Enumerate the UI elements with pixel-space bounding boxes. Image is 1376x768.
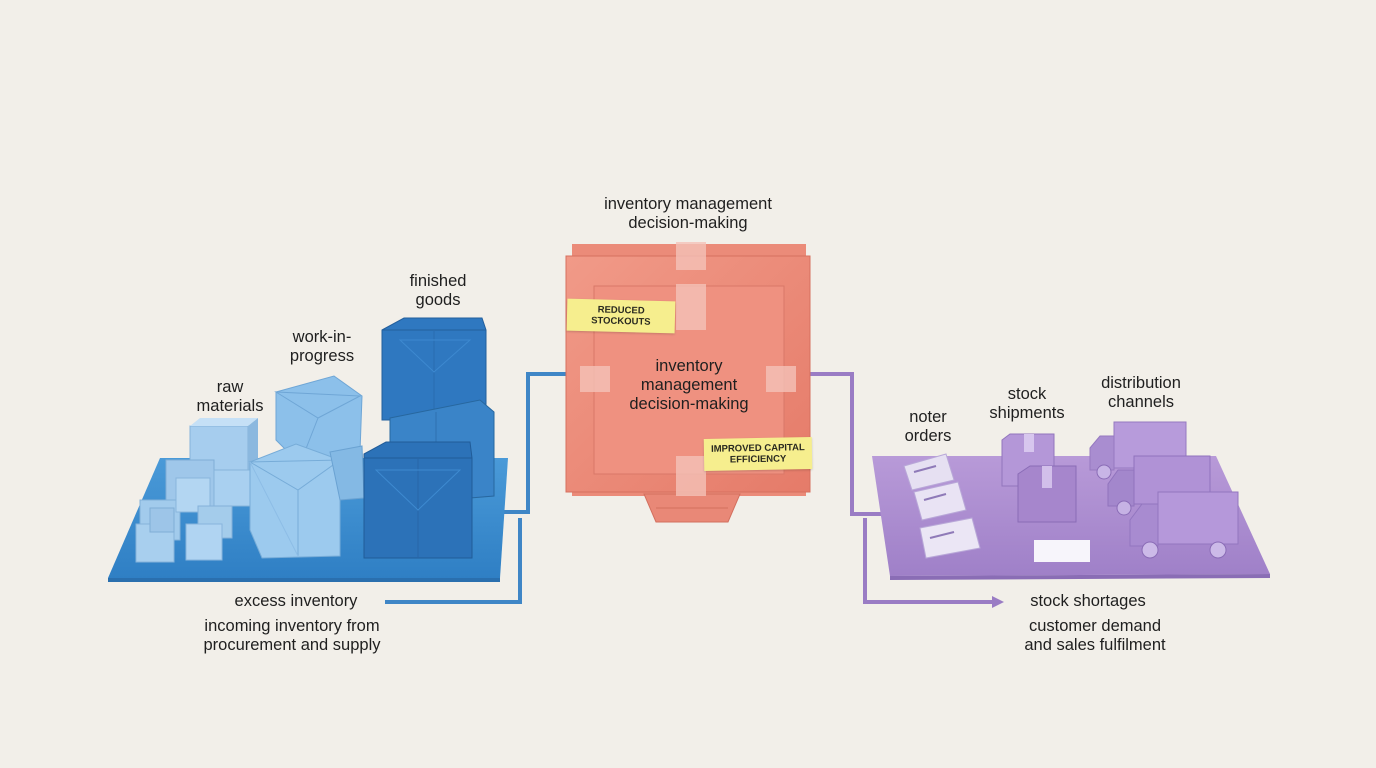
- improved-capital-efficiency-note: IMPROVED CAPITAL EFFICIENCY: [703, 437, 813, 471]
- reduced-stockouts-note: REDUCED STOCKOUTS: [566, 298, 676, 334]
- stock-shortages-label: stock shortages: [1030, 592, 1146, 610]
- customer-demand-label: customer demand and sales fulfilment: [1024, 617, 1166, 654]
- decision-title: inventory management decision-making: [604, 195, 772, 232]
- incoming-inventory-label: incoming inventory from procurement and …: [203, 617, 381, 654]
- finished-goods-boxes: [363, 317, 495, 559]
- supply-connector: [385, 372, 570, 604]
- work-in-progress-label: work-in- progress: [289, 328, 355, 365]
- raw-materials-label: raw materials: [196, 378, 264, 415]
- raw-materials-cubes: [135, 418, 258, 563]
- distribution-channels-label: distribution channels: [1101, 374, 1181, 411]
- orders-label: noter orders: [904, 408, 952, 445]
- work-in-progress-boxes: [248, 375, 365, 559]
- order-cards: [903, 453, 981, 559]
- demand-connector: [810, 372, 992, 604]
- distribution-trucks: [1089, 421, 1239, 559]
- empty-slot: [1034, 540, 1090, 562]
- finished-goods-label: finished goods: [409, 272, 467, 309]
- excess-inventory-label: excess inventory: [234, 592, 358, 610]
- decision-center-label: inventory management decision-making: [629, 357, 749, 413]
- stock-shipments-label: stock shipments: [989, 385, 1065, 422]
- stock-shortages-arrow-icon: [992, 596, 1004, 608]
- stock-shipment-boxes: [1001, 433, 1077, 523]
